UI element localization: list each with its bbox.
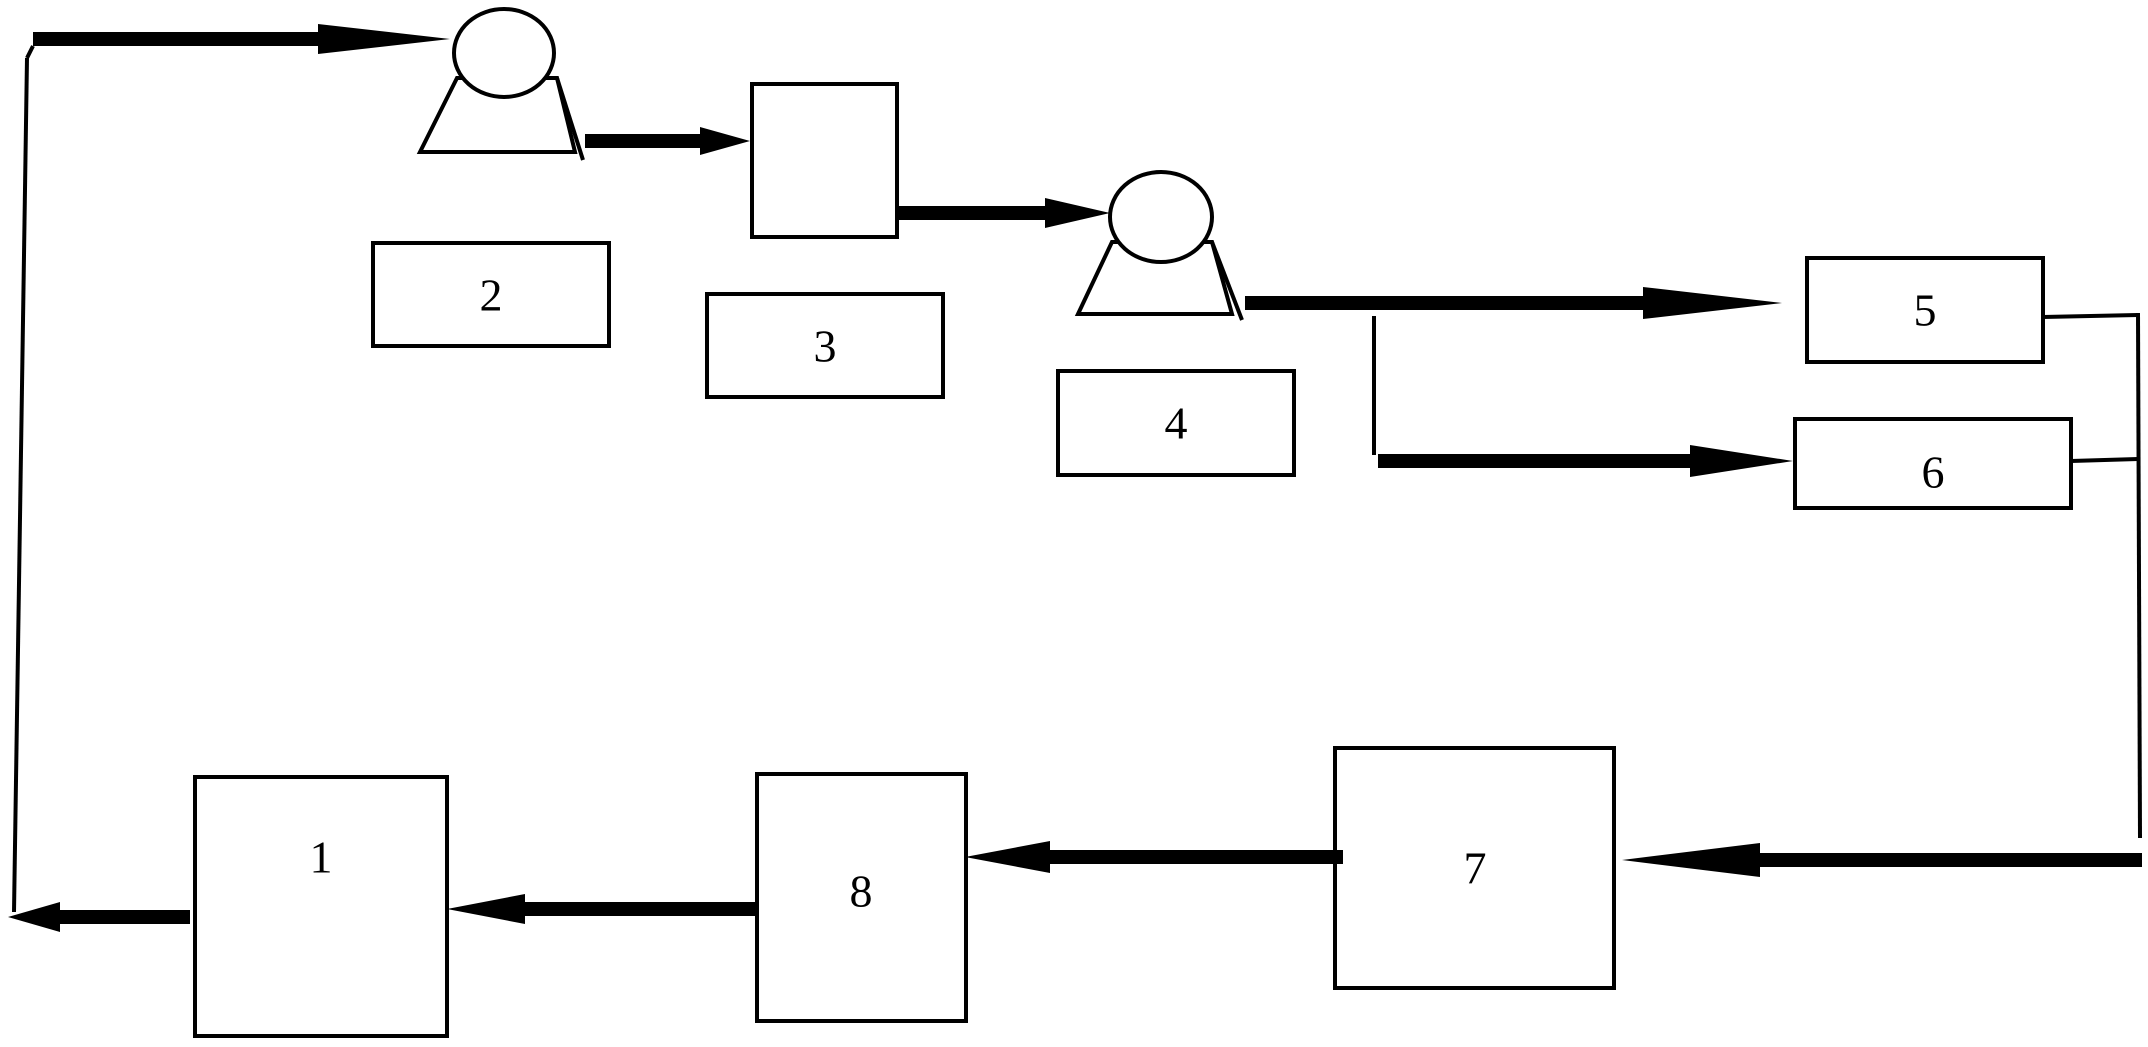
label-7: 7 [1464, 843, 1487, 894]
arrow-unit8-to-unit1 [447, 894, 757, 924]
arrow-branch-to-unit6 [1372, 316, 1793, 477]
label-5: 5 [1914, 285, 1937, 336]
label-1: 1 [310, 832, 333, 883]
arrow-unit1-outlet [8, 902, 190, 932]
pump-4-icon [1074, 170, 1244, 321]
unit-3-equipment [750, 82, 899, 239]
arrow-pump4-to-unit5 [1245, 287, 1782, 319]
unit-5-box [1805, 256, 2045, 364]
arrow-pump2-to-unit3 [585, 127, 750, 155]
label-4: 4 [1165, 398, 1188, 449]
unit-6-box [1793, 417, 2073, 510]
arrow-unit7-to-unit8 [965, 841, 1343, 873]
unit-8-box [755, 772, 968, 1023]
label-box-4 [1056, 369, 1296, 477]
label-box-3 [705, 292, 945, 399]
label-3: 3 [814, 321, 837, 372]
label-2: 2 [480, 270, 503, 321]
unit-7-box [1333, 746, 1616, 990]
pump-2-icon [416, 7, 585, 161]
unit-1-box [193, 775, 449, 1038]
label-box-2 [371, 241, 611, 348]
collector-lines [2042, 312, 2142, 839]
arrow-collector-to-unit7 [1622, 843, 2142, 877]
label-8: 8 [850, 866, 873, 917]
label-6: 6 [1922, 447, 1945, 498]
arrow-unit3-to-pump4 [898, 198, 1110, 228]
recycle-return-line [12, 45, 35, 913]
feed-arrow-to-pump-2 [33, 24, 450, 54]
